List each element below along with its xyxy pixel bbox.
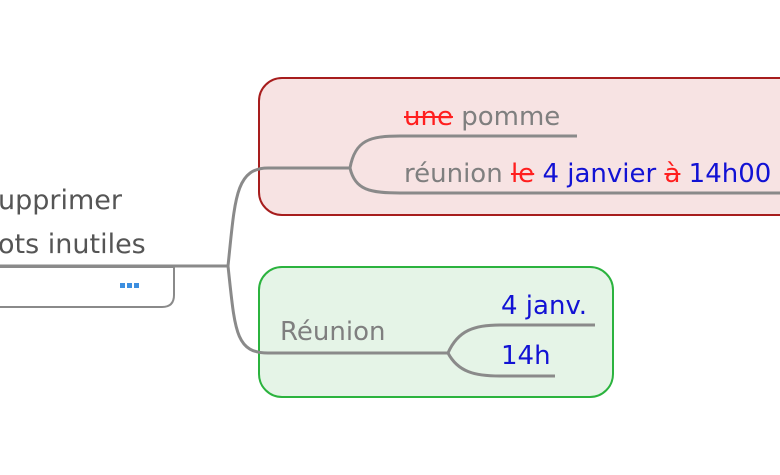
branch-red-item1 bbox=[348, 134, 577, 169]
deleted-word: à bbox=[664, 159, 681, 189]
branch-green-child2 bbox=[446, 352, 555, 378]
deleted-word: une bbox=[404, 102, 453, 132]
branch-red bbox=[226, 166, 350, 267]
branch-green-child1 bbox=[446, 323, 595, 354]
branch-red-item2 bbox=[348, 167, 780, 195]
topic-reunion-short[interactable]: Réunion bbox=[280, 317, 386, 347]
root-title-line1[interactable]: upprimer bbox=[0, 185, 123, 216]
topic-pomme[interactable]: une pomme bbox=[404, 101, 560, 133]
topic-reunion-full[interactable]: réunion le 4 janvier à 14h00 bbox=[404, 158, 771, 190]
root-title-line2[interactable]: ots inutiles bbox=[0, 229, 146, 260]
date-value: 4 janvier bbox=[542, 159, 657, 189]
root-node-outline bbox=[0, 266, 175, 308]
time-value: 14h00 bbox=[688, 159, 772, 189]
subtopic-date[interactable]: 4 janv. bbox=[501, 291, 588, 321]
kept-word: pomme bbox=[461, 102, 561, 132]
subtopic-time[interactable]: 14h bbox=[501, 341, 551, 371]
plain-word: réunion bbox=[404, 159, 503, 189]
ellipsis-icon[interactable] bbox=[120, 283, 139, 288]
branch-green bbox=[226, 265, 448, 355]
deleted-word: le bbox=[510, 159, 535, 189]
